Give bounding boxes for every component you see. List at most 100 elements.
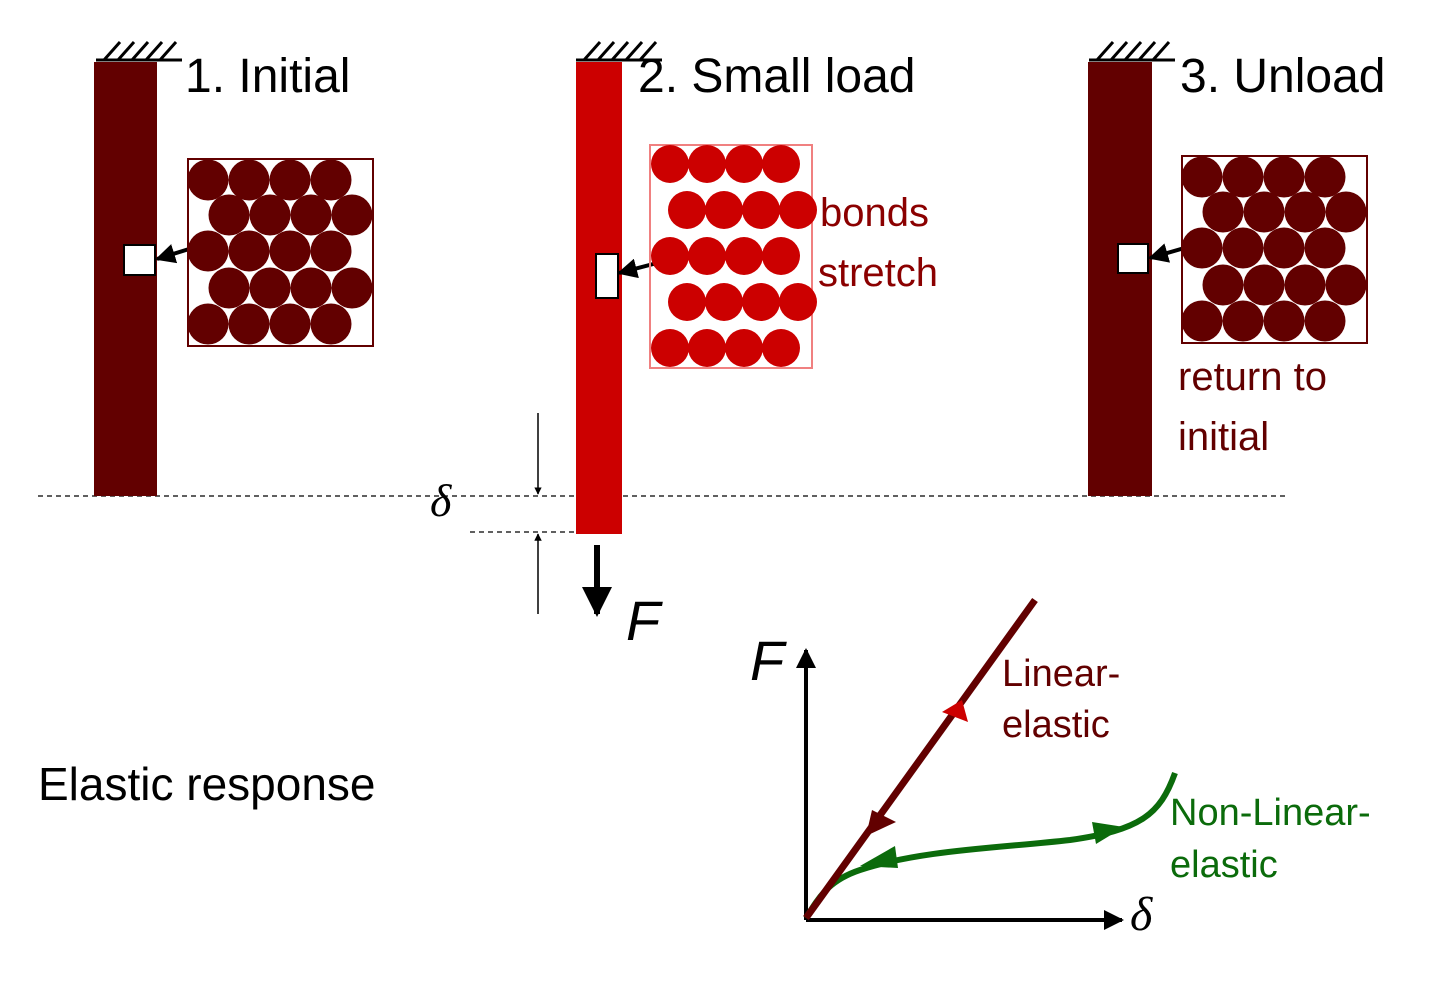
atoms (187, 159, 373, 345)
atom (1304, 300, 1346, 342)
atom (779, 283, 817, 321)
linear-loading-arrowhead (942, 700, 968, 722)
linear-unloading-arrowhead (866, 810, 896, 836)
atoms (651, 145, 817, 367)
atom (688, 329, 726, 367)
atom-lattice-initial (187, 158, 374, 347)
bar-unloaded (1088, 62, 1152, 496)
atom (1263, 156, 1305, 198)
atom (310, 159, 352, 201)
atom (1284, 264, 1326, 306)
panel-initial: 1. Initial (94, 41, 374, 496)
deflection-symbol: δ (430, 475, 452, 526)
atom (1304, 227, 1346, 269)
nonlinear-loading-arrowhead (1092, 822, 1124, 844)
atom (1325, 264, 1367, 306)
atom (187, 230, 229, 272)
atom (331, 194, 373, 236)
atom (269, 159, 311, 201)
annotation-stretch: stretch (818, 251, 938, 295)
panel-small-load: 2. Small load bonds stretch δ F (430, 41, 938, 652)
fixed-support-hatch (96, 41, 182, 62)
linear-elastic-line (803, 597, 1038, 921)
caption: Elastic response (38, 758, 376, 810)
atom (668, 191, 706, 229)
atom (1222, 156, 1264, 198)
annotation-bonds: bonds (820, 191, 929, 235)
atom (762, 237, 800, 275)
atom (228, 159, 270, 201)
bar-initial (94, 62, 157, 496)
atom (651, 329, 689, 367)
nonlinear-elastic-label-line2: elastic (1170, 844, 1278, 886)
material-element (1117, 243, 1149, 274)
atom (762, 329, 800, 367)
atom (1222, 227, 1264, 269)
atom (705, 283, 743, 321)
atom (310, 303, 352, 345)
annotation-return-to: return to (1178, 355, 1327, 399)
atom (1243, 191, 1285, 233)
atom (725, 329, 763, 367)
atom (742, 283, 780, 321)
atom (1222, 300, 1264, 342)
panel-title-unload: 3. Unload (1180, 50, 1385, 103)
atom (762, 145, 800, 183)
atom (705, 191, 743, 229)
atom (228, 303, 270, 345)
material-element (595, 253, 619, 299)
panel-title-small-load: 2. Small load (638, 50, 915, 103)
linear-elastic-label-line2: elastic (1002, 704, 1110, 746)
y-axis-label: F (750, 629, 787, 692)
atom (688, 237, 726, 275)
atom (1181, 156, 1223, 198)
linear-elastic-label-line1: Linear- (1002, 653, 1120, 695)
atom (269, 303, 311, 345)
nonlinear-unloading-arrowhead (860, 846, 898, 868)
atom (1263, 300, 1305, 342)
atoms (1181, 156, 1367, 342)
atom-lattice-stretched (649, 144, 817, 369)
atom (725, 237, 763, 275)
force-symbol: F (626, 589, 663, 652)
atom (249, 194, 291, 236)
atom (1181, 300, 1223, 342)
atom (725, 145, 763, 183)
atom (651, 237, 689, 275)
force-deflection-graph: F δ Linear- elastic Non-Linear- elastic (750, 597, 1371, 941)
fixed-support-hatch (1089, 41, 1175, 62)
atom-lattice-unloaded (1181, 155, 1368, 344)
atom (1284, 191, 1326, 233)
atom (310, 230, 352, 272)
fixed-support-hatch (576, 41, 662, 62)
atom (249, 267, 291, 309)
nonlinear-elastic-label-line1: Non-Linear- (1170, 792, 1371, 834)
atom (187, 303, 229, 345)
atom (742, 191, 780, 229)
atom (1202, 264, 1244, 306)
atom (688, 145, 726, 183)
material-element (123, 244, 156, 276)
x-axis-label: δ (1130, 888, 1153, 941)
atom (1263, 227, 1305, 269)
atom (1304, 156, 1346, 198)
atom (208, 267, 250, 309)
atom (1202, 191, 1244, 233)
panel-unload: 3. Unload return to initial (1088, 41, 1385, 496)
annotation-initial: initial (1178, 415, 1269, 459)
atom (651, 145, 689, 183)
lattice-box (649, 144, 813, 369)
atom (331, 267, 373, 309)
atom (1243, 264, 1285, 306)
atom (187, 159, 229, 201)
panel-title-initial: 1. Initial (185, 50, 350, 103)
atom (1325, 191, 1367, 233)
atom (779, 191, 817, 229)
atom (668, 283, 706, 321)
atom (290, 194, 332, 236)
atom (228, 230, 270, 272)
atom (208, 194, 250, 236)
atom (1181, 227, 1223, 269)
atom (269, 230, 311, 272)
